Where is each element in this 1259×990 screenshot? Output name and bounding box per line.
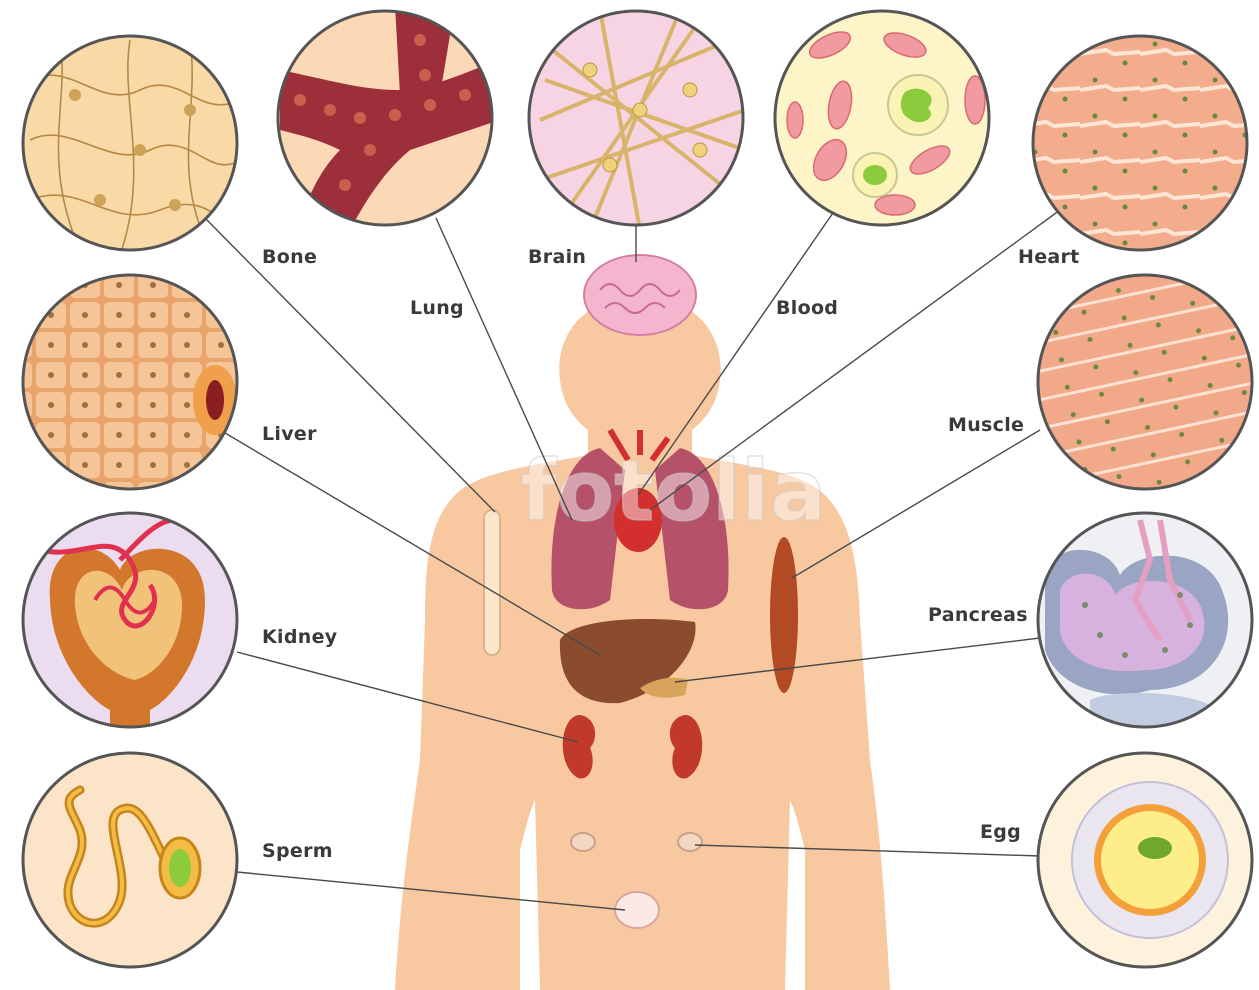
blood-cell-circle <box>770 5 1000 235</box>
label-liver: Liver <box>262 423 317 445</box>
label-bone: Bone <box>262 246 317 268</box>
liver-organ <box>560 619 696 703</box>
label-sperm: Sperm <box>262 840 333 862</box>
bone-cell-circle <box>20 30 240 260</box>
label-egg: Egg <box>980 821 1021 843</box>
label-pancreas: Pancreas <box>928 604 1028 626</box>
leader-bone <box>205 218 495 512</box>
brain-organ <box>584 255 696 335</box>
arm-bone-organ <box>484 510 500 655</box>
label-kidney: Kidney <box>262 626 338 648</box>
label-heart: Heart <box>1018 246 1080 268</box>
label-muscle: Muscle <box>948 414 1024 436</box>
brain-cell-circle <box>525 5 755 235</box>
heart-cell-circle <box>1030 30 1259 260</box>
label-blood: Blood <box>776 297 838 319</box>
liver-cell-circle <box>20 270 250 500</box>
kidney-cell-circle <box>20 510 250 740</box>
sperm-cell-circle <box>20 750 250 980</box>
egg-cell-circle <box>1035 750 1259 980</box>
pancreas-cell-circle <box>1035 510 1259 740</box>
label-lung: Lung <box>410 297 464 319</box>
muscle-cell-circle <box>1014 247 1259 520</box>
label-brain: Brain <box>528 246 586 268</box>
watermark-text: fotolia <box>520 442 826 540</box>
lung-cell-circle <box>270 5 500 240</box>
